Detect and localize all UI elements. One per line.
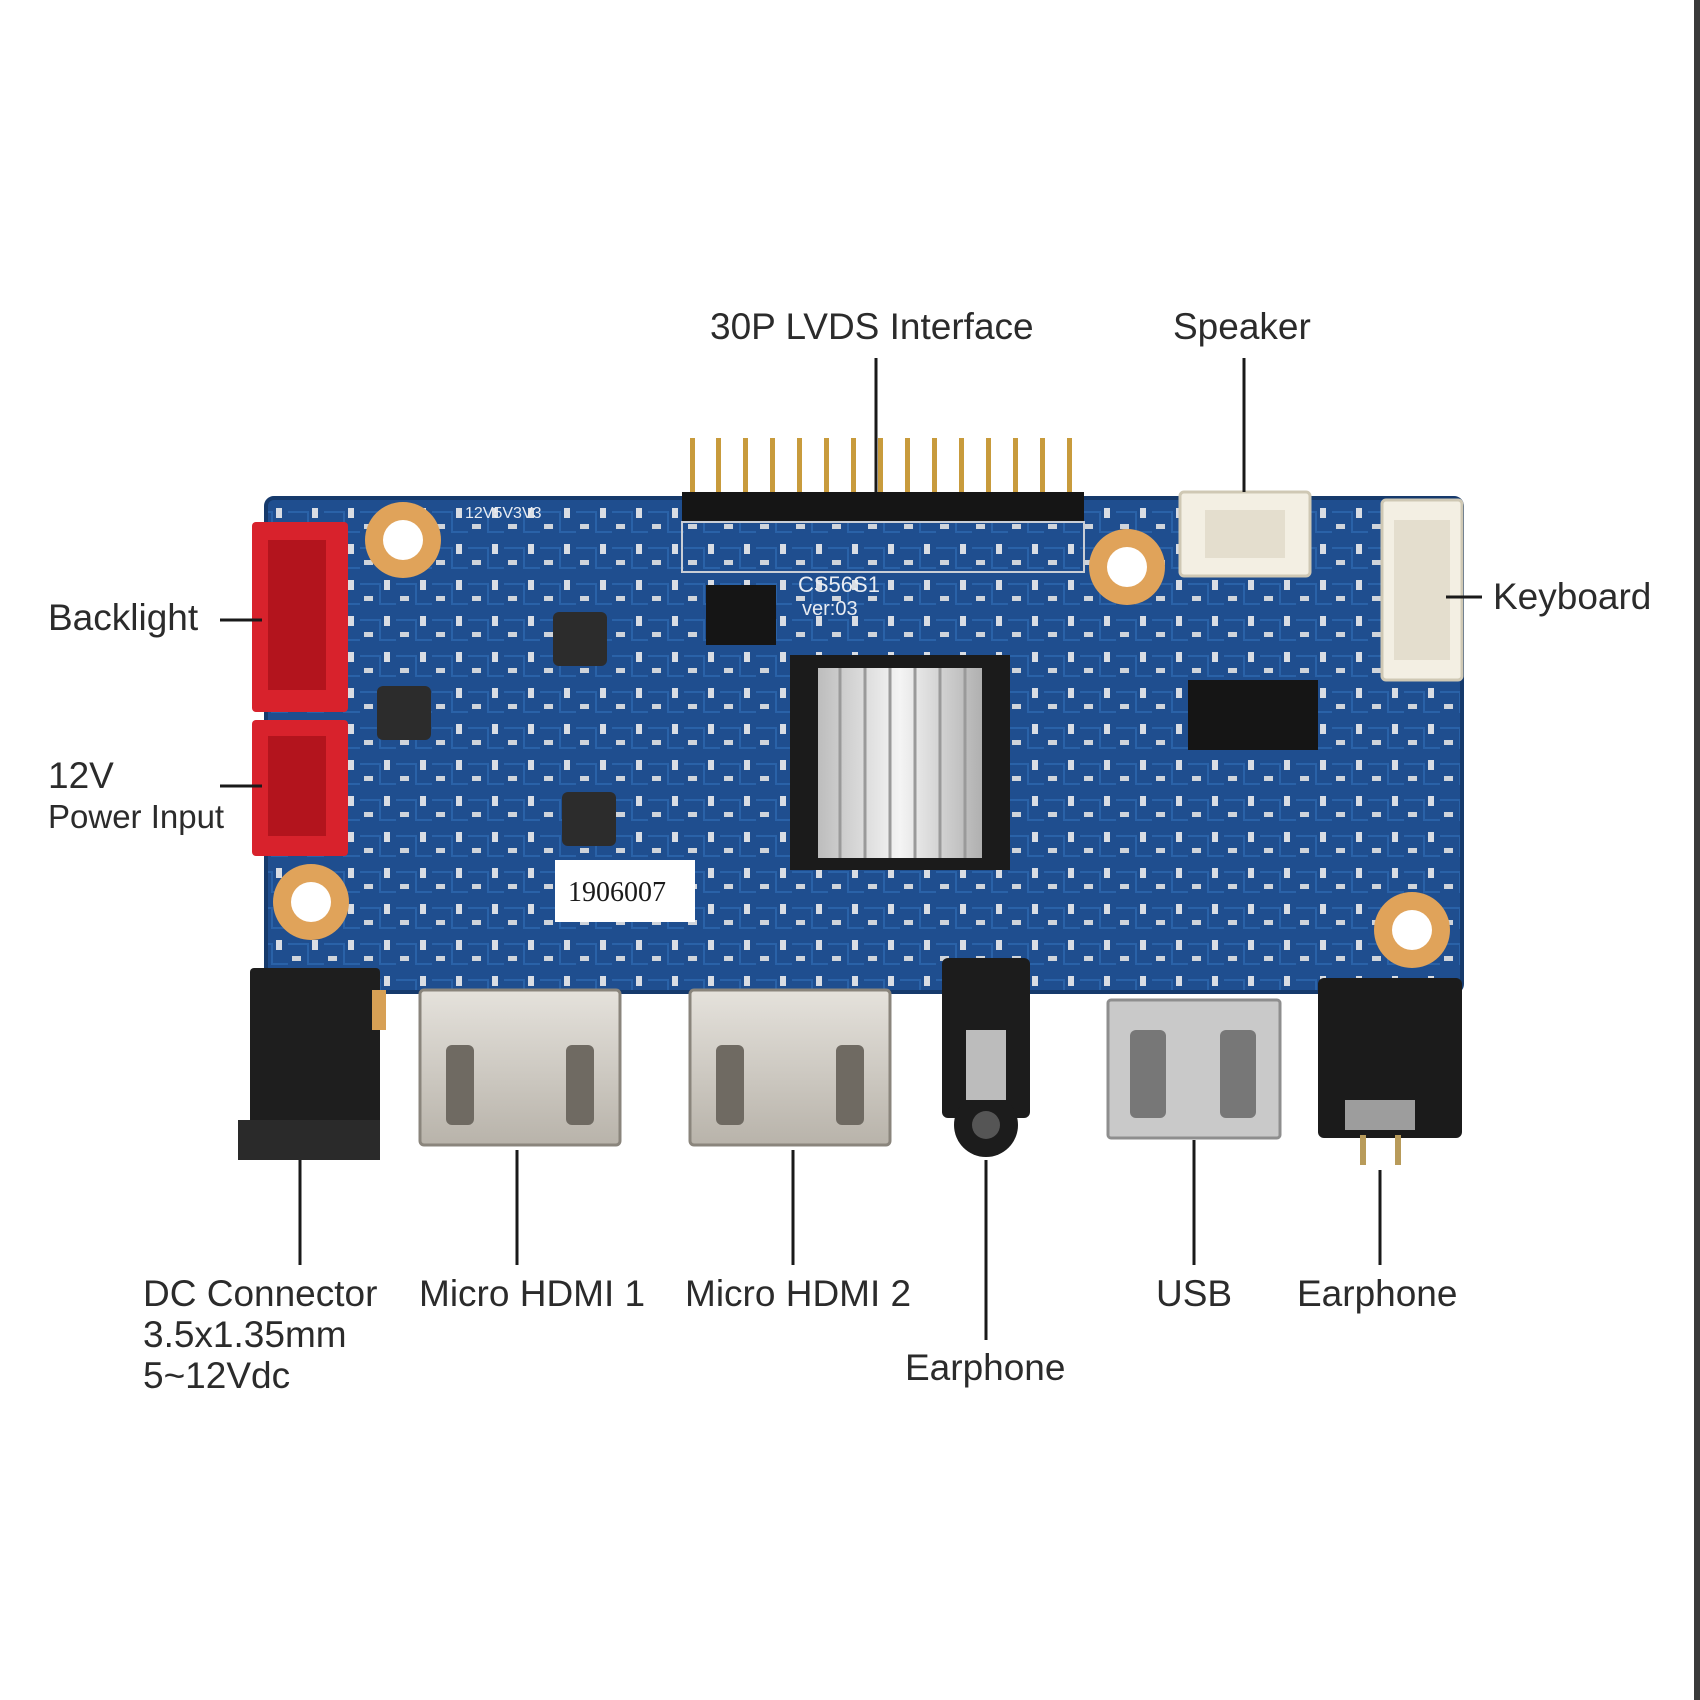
label-keyboard: Keyboard [1493, 576, 1652, 617]
sticker-text: 1906007 [568, 877, 666, 908]
silkscreen: CS56S1 ver:03 12V5V3V3 [465, 505, 880, 620]
power-connector [252, 720, 348, 856]
label-dc-line2: 3.5x1.35mm [143, 1314, 347, 1355]
label-earphone-mid: Earphone [905, 1347, 1066, 1388]
audio-chip [1188, 680, 1318, 750]
label-earphone-right: Earphone [1297, 1273, 1458, 1314]
label-backlight: Backlight [48, 597, 199, 638]
main-chip [790, 655, 1010, 870]
earphone-jack-1 [942, 958, 1030, 1157]
label-dc-line1: DC Connector [143, 1273, 378, 1314]
hdmi-port-1 [418, 988, 622, 1147]
label-power-input: 12V Power Input [48, 755, 224, 837]
speaker-connector [1178, 490, 1312, 578]
serial-sticker [555, 860, 695, 922]
usb-port [1106, 998, 1282, 1140]
leader-lines [220, 358, 1482, 1340]
keyboard-connector [1380, 498, 1464, 682]
voltage-marks: 12V5V3V3 [465, 505, 542, 522]
board-model: CS56S1 [798, 572, 880, 597]
backlight-connector [252, 522, 348, 712]
flash-chip [706, 585, 776, 645]
inductors [377, 612, 616, 846]
lvds-header [681, 438, 1085, 573]
earphone-jack-2 [1318, 978, 1462, 1165]
right-edge-border [1694, 0, 1700, 1700]
board-version: ver:03 [802, 598, 858, 620]
label-power-line1: 12V [48, 755, 114, 796]
label-hdmi-1: Micro HDMI 1 [419, 1273, 646, 1314]
label-speaker: Speaker [1173, 306, 1311, 347]
label-dc-connector: DC Connector 3.5x1.35mm 5~12Vdc [143, 1273, 377, 1396]
label-hdmi-2: Micro HDMI 2 [685, 1273, 912, 1314]
label-lvds: 30P LVDS Interface [710, 306, 1034, 347]
hdmi-port-2 [688, 988, 892, 1147]
label-dc-line3: 5~12Vdc [143, 1355, 291, 1396]
label-power-line2: Power Input [48, 798, 225, 835]
dc-jack [238, 968, 386, 1160]
mounting-holes [273, 502, 1450, 968]
label-usb: USB [1156, 1273, 1233, 1314]
